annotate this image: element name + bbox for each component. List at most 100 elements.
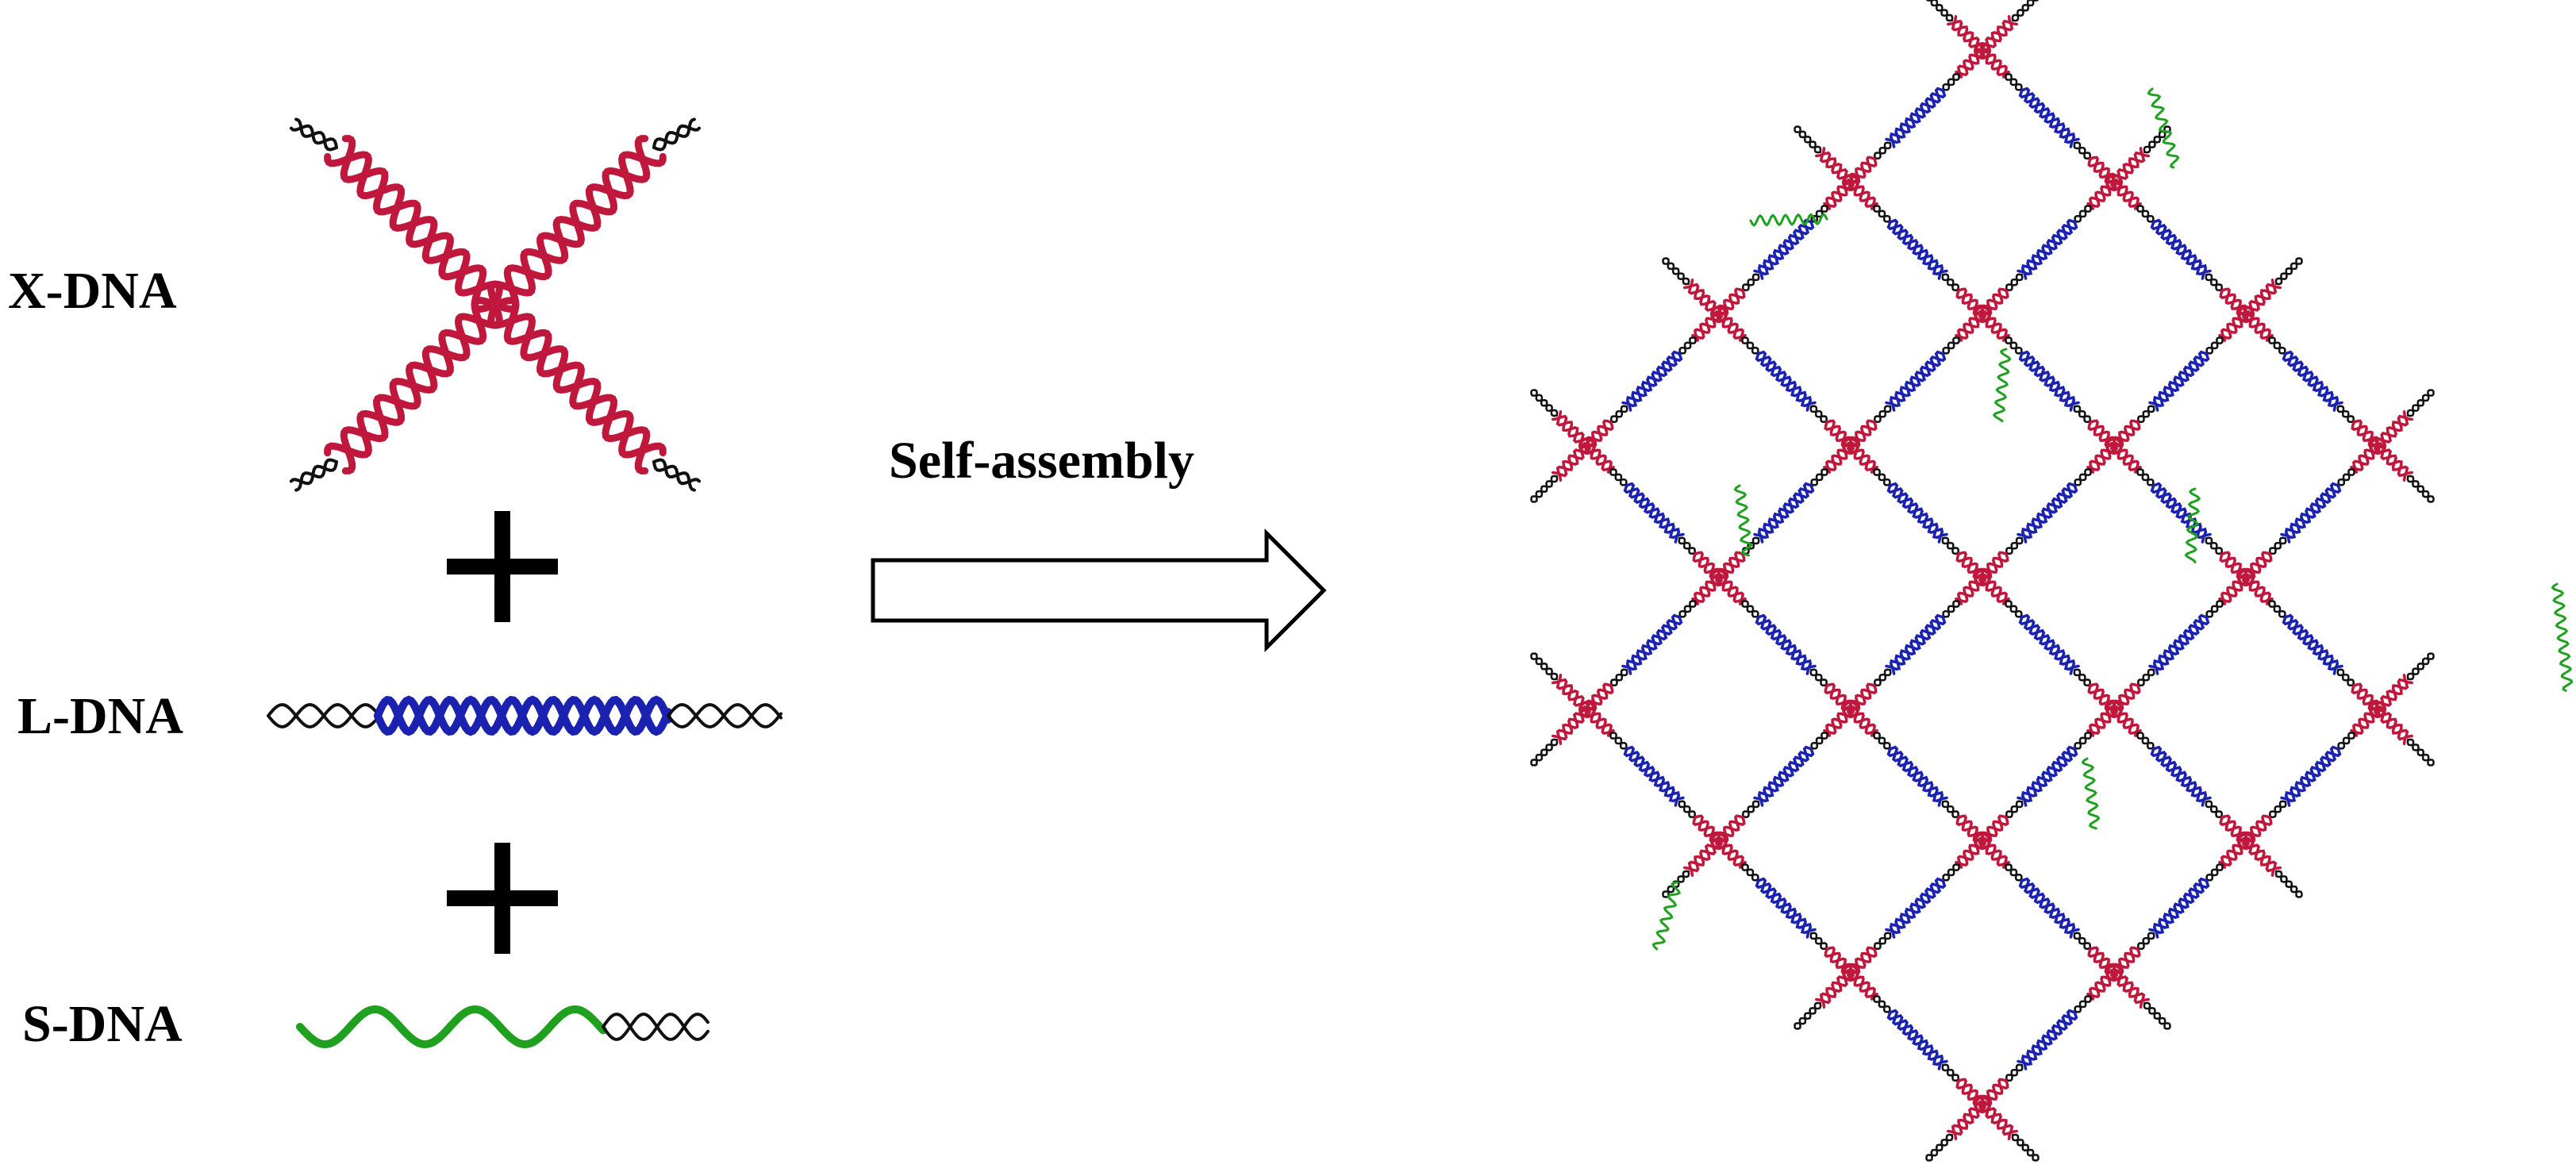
lattice-sticky-end [1809, 405, 1829, 425]
lattice-sticky-end [1809, 932, 1829, 951]
lattice-l-dna [2017, 745, 2078, 807]
plus-sign-icon [447, 843, 558, 954]
lattice-sticky-end [2268, 336, 2288, 356]
x-dna-sticky-end [652, 117, 702, 152]
lattice-sticky-end [1809, 732, 1828, 751]
lattice-sticky-end [2136, 732, 2156, 751]
x-dna-arm [324, 135, 503, 313]
lattice-sticky-end [2336, 405, 2356, 425]
x-junction [1974, 306, 1991, 323]
lattice-sticky-end [1873, 205, 1893, 225]
lattice-sticky-end [1677, 336, 1697, 356]
lattice-sticky-end [2204, 600, 2224, 620]
lattice-sticky-end [2274, 257, 2303, 286]
lattice-sticky-end [2005, 600, 2024, 620]
lattice-l-dna [1755, 350, 1817, 412]
self-assembly-label: Self-assembly [889, 432, 1194, 490]
lattice-sticky-end [1530, 652, 1559, 681]
lattice-sticky-end [2336, 668, 2356, 688]
lattice-sticky-end [2073, 932, 2093, 951]
lattice-sticky-end [2136, 932, 2155, 951]
lattice-l-dna [1753, 482, 1815, 544]
lattice-s-dna-strand [1749, 213, 1828, 227]
x-junction [1578, 701, 1596, 718]
lattice-sticky-end [2336, 732, 2355, 751]
lattice-s-dna-strand [2184, 487, 2201, 563]
lattice-sticky-end [1609, 405, 1628, 425]
lattice-sticky-end [1940, 600, 1960, 620]
lattice-sticky-end [1678, 536, 1697, 556]
l-dna-molecule [267, 695, 782, 736]
lattice-sticky-end [2004, 536, 2024, 556]
x-junction [1578, 437, 1596, 455]
lattice-sticky-end [1925, 1133, 1954, 1162]
lattice-sticky-end [2406, 389, 2435, 417]
lattice-sticky-end [2004, 800, 2024, 820]
lattice-sticky-end [1809, 468, 1828, 488]
lattice-sticky-end [1809, 668, 1829, 688]
x-junction [1974, 1096, 1991, 1113]
x-junction [2105, 437, 2123, 455]
lattice-sticky-end [1741, 600, 1761, 620]
lattice-sticky-end [1941, 273, 1961, 293]
lattice-sticky-end [2004, 1063, 2024, 1083]
lattice-sticky-end [1872, 932, 1892, 951]
lattice-sticky-end [1940, 863, 1960, 883]
x-junction [1710, 832, 1728, 850]
lattice-sticky-end [2274, 870, 2303, 898]
lattice-sticky-end [1794, 125, 1822, 154]
lattice-sticky-end [2072, 205, 2092, 225]
lattice-sticky-end [2005, 863, 2024, 883]
lattice-l-dna [2018, 877, 2080, 939]
lattice-x-arm [1955, 48, 1986, 79]
lattice-sticky-end [1873, 732, 1893, 751]
x-junction [2105, 174, 2123, 191]
s-dna-label: S-DNA [22, 995, 183, 1053]
lattice-sticky-end [2136, 205, 2156, 225]
x-dna-arm [324, 297, 503, 475]
lattice-sticky-end [1530, 475, 1559, 503]
s-dna-molecule [296, 1005, 709, 1049]
x-junction [1842, 174, 1859, 191]
lattice-x-arm [1691, 311, 1722, 342]
lattice-sticky-end [2205, 536, 2224, 556]
lattice-l-dna [2017, 218, 2078, 280]
x-dna-label: X-DNA [8, 262, 177, 320]
lattice-s-dna-strand [1733, 484, 1753, 557]
lattice-sticky-end [1609, 668, 1628, 688]
lattice-sticky-end [1940, 336, 1960, 356]
lattice-sticky-end [2072, 732, 2092, 751]
lattice-l-dna [2148, 350, 2210, 412]
lattice-sticky-end [1740, 273, 1760, 293]
lattice-sticky-end [1872, 668, 1892, 688]
lattice-l-dna [1886, 1009, 1948, 1070]
lattice-l-dna [2150, 745, 2212, 807]
lattice-s-dna-strand [2081, 757, 2101, 830]
lattice-s-dna-strand [2551, 582, 2574, 692]
lattice-sticky-end [1678, 800, 1697, 820]
x-junction [1974, 569, 1991, 586]
x-junction [2369, 437, 2386, 455]
lattice-l-dna [2017, 482, 2078, 544]
lattice-sticky-end [2336, 468, 2355, 488]
lattice-l-dna [1755, 613, 1817, 675]
lattice-sticky-end [2136, 468, 2156, 488]
lattice-sticky-end [1873, 995, 1893, 1015]
lattice-sticky-end [1872, 141, 1892, 161]
x-junction [2237, 306, 2255, 323]
lattice-l-dna [1753, 218, 1815, 280]
x-junction [2237, 569, 2255, 586]
s-dna-sticky-end [602, 1012, 709, 1042]
dna-lattice [1530, 0, 2574, 1162]
x-dna-arm [487, 135, 667, 313]
lattice-sticky-end [2011, 0, 2039, 22]
lattice-l-dna [1621, 613, 1683, 675]
lattice-sticky-end [1662, 257, 1690, 286]
lattice-sticky-end [1941, 800, 1961, 820]
lattice-sticky-end [2205, 800, 2224, 820]
lattice-sticky-end [2072, 995, 2092, 1015]
lattice-s-dna-strand [2147, 87, 2180, 169]
lattice-x-junctions [1578, 42, 2386, 1113]
x-dna-sticky-end [652, 458, 702, 492]
